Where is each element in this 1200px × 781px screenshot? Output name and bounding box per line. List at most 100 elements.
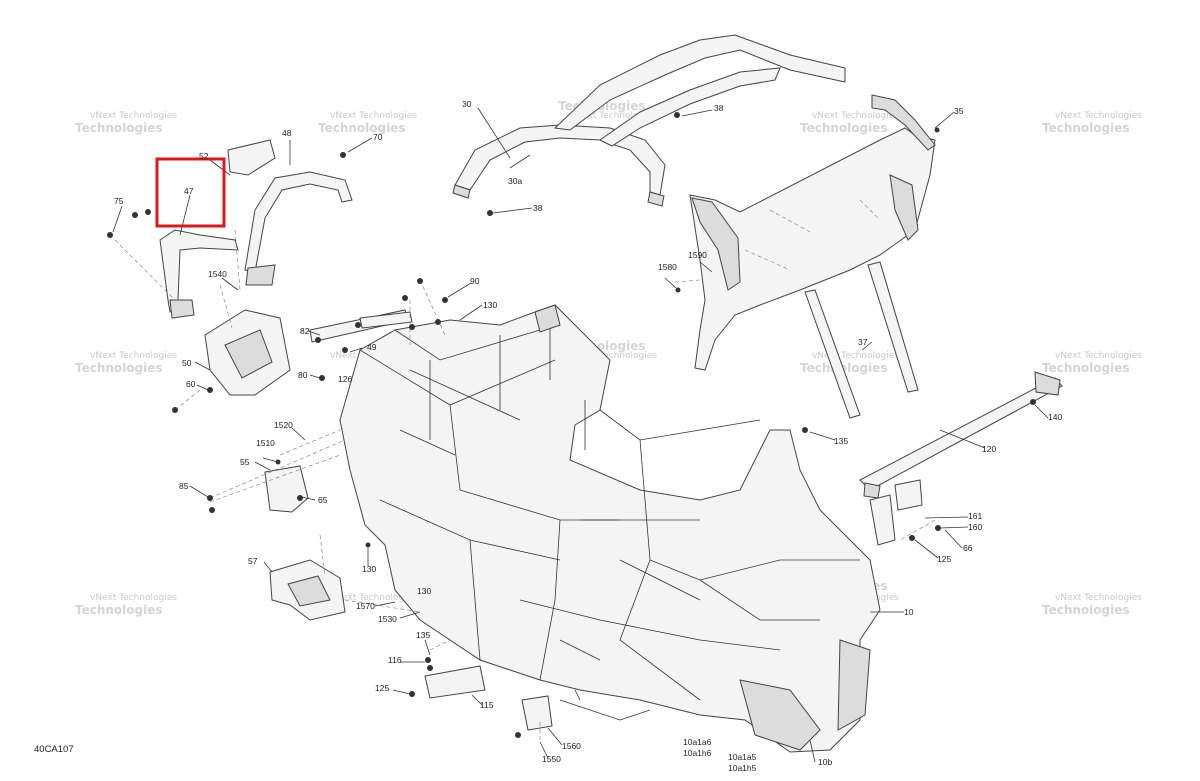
callout-48: 48 <box>282 128 292 138</box>
fasteners <box>107 112 1036 738</box>
callout-35: 35 <box>954 106 964 116</box>
callout-126: 126 <box>338 374 352 384</box>
callout-57: 57 <box>248 556 258 566</box>
svg-text:vNext Technologies: vNext Technologies <box>1055 593 1142 603</box>
svg-text:vNext Technologies: vNext Technologies <box>1055 351 1142 361</box>
svg-text:Technologies: Technologies <box>75 361 163 375</box>
svg-text:vNext Technologies: vNext Technologies <box>330 111 417 121</box>
watermark: vNext Technologies Technologies <box>1042 111 1142 135</box>
callout-115: 115 <box>480 700 494 710</box>
callout-160: 160 <box>968 522 982 532</box>
callout-47: 47 <box>184 186 194 196</box>
callout-55: 55 <box>240 457 250 467</box>
callout-161: 161 <box>968 511 982 521</box>
watermark: vNext Technologies Technologies <box>75 351 177 375</box>
figure-code: 40CA107 <box>34 744 74 755</box>
svg-text:vNext Technologies: vNext Technologies <box>570 111 657 121</box>
watermark: vNext Technologies Technologies <box>1042 351 1142 375</box>
svg-text:vNext Technologies: vNext Technologies <box>812 111 899 121</box>
callout-38: 38 <box>714 103 724 113</box>
grab-bar-part <box>244 171 353 286</box>
svg-text:Technologies: Technologies <box>800 121 888 135</box>
callout-1510: 1510 <box>256 438 275 448</box>
callout-116: 116 <box>388 655 402 665</box>
svg-text:vNext Technologies: vNext Technologies <box>570 351 657 361</box>
callout-125b: 125 <box>937 554 951 564</box>
watermark: vNext Technologies Technologies <box>800 111 899 135</box>
svg-text:Technologies: Technologies <box>75 603 163 617</box>
watermark: vNext Technologies <box>330 593 417 603</box>
callout-30a: 30a <box>508 176 522 186</box>
callout-80: 80 <box>298 370 308 380</box>
callout-52: 52 <box>199 151 209 161</box>
callout-85: 85 <box>179 481 189 491</box>
callout-labels: 10 10a1a5 10a1a6 10a1h5 10a1h6 10b 30 30a 35 37 38… <box>114 99 1062 773</box>
callout-65: 65 <box>318 495 328 505</box>
callout-10a1h5: 10a1h5 <box>728 763 757 773</box>
watermark: vNext Technologies Technologies <box>1042 593 1142 617</box>
callout-38b: 38 <box>533 203 543 213</box>
svg-text:Technologies: Technologies <box>1042 603 1130 617</box>
callout-10a1a6: 10a1a6 <box>683 737 712 747</box>
watermark: vNext Technologies Technologies <box>318 111 417 135</box>
support-tubes-part <box>804 261 919 419</box>
svg-text:vNext Technologies: vNext Technologies <box>812 351 899 361</box>
callout-66: 66 <box>963 543 973 553</box>
callout-130: 130 <box>483 300 497 310</box>
callout-82: 82 <box>300 326 310 336</box>
leader-lines <box>112 107 1049 763</box>
watermark: vNext Technologies Technologies <box>800 351 899 375</box>
callout-70: 70 <box>373 132 383 142</box>
svg-text:vNext Technologies: vNext Technologies <box>90 111 177 121</box>
roof-frame-part <box>452 34 846 207</box>
callout-37: 37 <box>858 337 868 347</box>
callout-30: 30 <box>462 99 472 109</box>
callout-1530: 1530 <box>378 614 397 624</box>
callout-1570: 1570 <box>356 601 375 611</box>
callout-10a1h6: 10a1h6 <box>683 748 712 758</box>
svg-text:Technologies: Technologies <box>800 361 888 375</box>
svg-text:vNext Technologies: vNext Technologies <box>330 593 417 603</box>
callout-120: 120 <box>982 444 996 454</box>
svg-text:vNext Technologies: vNext Technologies <box>90 593 177 603</box>
main-frame-part <box>339 304 881 753</box>
callout-1580: 1580 <box>658 262 677 272</box>
callout-10a1a5: 10a1a5 <box>728 752 757 762</box>
small-brackets-part <box>309 309 923 731</box>
bracket-47-part <box>159 139 276 319</box>
callout-10b: 10b <box>818 757 832 767</box>
bracket-55-part <box>264 465 309 513</box>
callout-125: 125 <box>375 683 389 693</box>
callout-60: 60 <box>186 379 196 389</box>
svg-text:Technologies: Technologies <box>1042 361 1130 375</box>
callout-140: 140 <box>1048 412 1062 422</box>
side-rail-part <box>859 371 1063 499</box>
highlight-box <box>155 157 226 228</box>
callout-135b: 135 <box>416 630 430 640</box>
bracket-57-part <box>269 559 346 621</box>
callout-90: 90 <box>470 276 480 286</box>
callout-75: 75 <box>114 196 124 206</box>
svg-text:vNext Technologies: vNext Technologies <box>1055 111 1142 121</box>
callout-1550: 1550 <box>542 754 561 764</box>
callout-10: 10 <box>904 607 914 617</box>
callout-1520: 1520 <box>274 420 293 430</box>
svg-text:vNext Technologies: vNext Technologies <box>90 351 177 361</box>
bracket-50-part <box>204 309 291 396</box>
watermark: vNext Technologies Technologies <box>75 111 177 135</box>
callout-1560: 1560 <box>562 741 581 751</box>
callout-49: 49 <box>367 342 377 352</box>
callout-1540: 1540 <box>208 269 227 279</box>
guide-lines <box>114 229 936 740</box>
rear-cage-part <box>689 94 936 371</box>
svg-text:Technologies: Technologies <box>318 121 406 135</box>
callout-130b: 130 <box>362 564 376 574</box>
callout-135: 135 <box>834 436 848 446</box>
callout-50: 50 <box>182 358 192 368</box>
callout-130c: 130 <box>417 586 431 596</box>
svg-text:Technologies: Technologies <box>75 121 163 135</box>
svg-text:Technologies: Technologies <box>1042 121 1130 135</box>
callout-1590: 1590 <box>688 250 707 260</box>
watermark: vNext Technologies Technologies <box>75 593 177 617</box>
